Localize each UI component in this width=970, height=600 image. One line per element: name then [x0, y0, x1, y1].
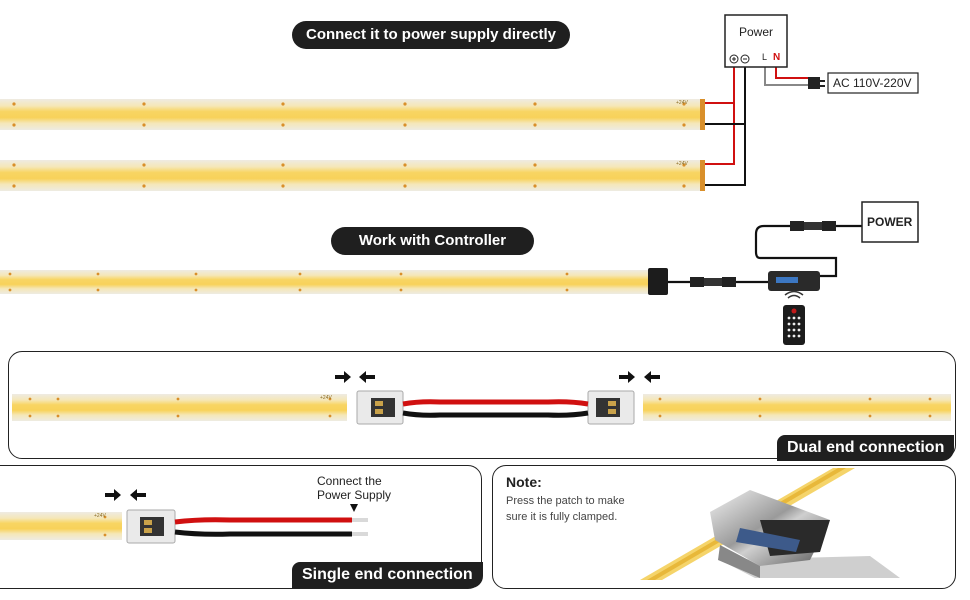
connect-supply-line2: Power Supply — [317, 488, 392, 502]
controller-power-box — [861, 201, 919, 243]
clamp-illustration — [640, 468, 900, 580]
dual-connector-left — [356, 390, 404, 425]
controller-cables — [668, 221, 862, 287]
single-connector — [126, 509, 176, 544]
led-strip-controller — [0, 268, 668, 295]
note-line2: sure it is fully clamped. — [506, 511, 618, 523]
strip-marking: +24V — [320, 395, 332, 401]
led-strip-1 — [0, 99, 705, 130]
led-strip-2 — [0, 160, 705, 191]
single-strip — [0, 512, 122, 540]
remote-control-icon — [783, 290, 805, 345]
strip-marking: +24V — [676, 100, 688, 106]
dual-end-tag: Dual end connection — [777, 435, 955, 461]
connect-supply-line1: Connect the — [317, 474, 382, 488]
dual-arrows — [335, 371, 660, 383]
note-line1: Press the patch to make — [506, 495, 625, 507]
ac-voltage-label: AC 110V-220V — [833, 76, 912, 90]
terminal-l-label: L — [762, 52, 768, 62]
strip-marking: +24V — [676, 161, 688, 167]
dual-strip-left — [12, 394, 347, 421]
terminal-n-label: N — [773, 52, 781, 63]
strip-marking: +24V — [94, 513, 106, 519]
note-title: Note: — [506, 474, 542, 490]
dual-connector-right — [587, 390, 635, 425]
power-supply-box — [724, 14, 788, 68]
single-wires — [174, 517, 368, 537]
direct-connection-heading: Connect it to power supply directly — [292, 21, 570, 49]
strip-end-cap — [648, 268, 668, 295]
dual-wires — [402, 399, 589, 418]
ac-plug-icon — [808, 72, 919, 94]
controller-heading: Work with Controller — [331, 227, 534, 255]
single-arrows — [105, 489, 358, 512]
single-end-tag: Single end connection — [292, 562, 483, 588]
controller-power-label: POWER — [867, 215, 913, 229]
dual-strip-right — [643, 394, 951, 421]
controller-module — [768, 271, 820, 291]
power-wiring — [705, 61, 808, 186]
power-box-label: Power — [739, 25, 774, 39]
